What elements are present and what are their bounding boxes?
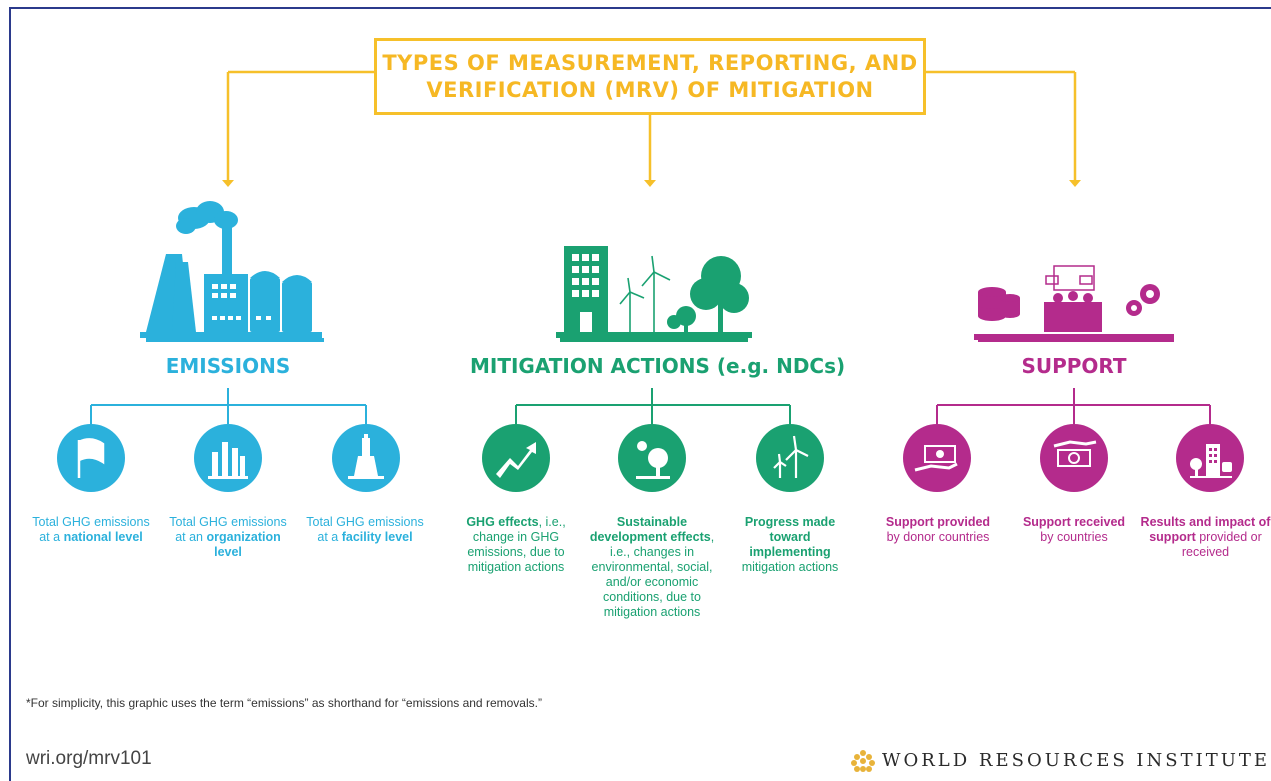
support-heading: SUPPORT bbox=[1021, 354, 1127, 378]
support-item-received: Support received by countries bbox=[1022, 515, 1126, 544]
title-box: TYPES OF MEASUREMENT, REPORTING, AND VER… bbox=[374, 38, 926, 115]
sun-tree-icon bbox=[618, 424, 686, 492]
mitigation-item-sustainable-development: Sustainable development effects, i.e., c… bbox=[589, 515, 715, 619]
wind-turbine-icon bbox=[756, 424, 824, 492]
facility-icon bbox=[332, 424, 400, 492]
support-item-provided: Support provided by donor countries bbox=[885, 515, 991, 544]
flag-icon bbox=[57, 424, 125, 492]
emissions-heading: EMISSIONS bbox=[165, 354, 291, 378]
organization-name: WORLD RESOURCES INSTITUTE bbox=[882, 750, 1271, 771]
emissions-item-organization: Total GHG emissions at an organization l… bbox=[169, 515, 287, 559]
footnote: *For simplicity, this graphic uses the t… bbox=[26, 696, 542, 710]
results-icon bbox=[1176, 424, 1244, 492]
source-url[interactable]: wri.org/mrv101 bbox=[26, 748, 152, 769]
emissions-item-national: Total GHG emissions at a national level bbox=[32, 515, 150, 544]
mitigation-item-progress: Progress made toward implementing mitiga… bbox=[741, 515, 839, 574]
page-frame bbox=[9, 7, 1271, 781]
money-hand-icon bbox=[903, 424, 971, 492]
mitigation-heading: MITIGATION ACTIONS (e.g. NDCs) bbox=[470, 354, 846, 378]
mitigation-underline bbox=[560, 338, 748, 342]
emissions-underline bbox=[146, 338, 324, 342]
coins-meeting-gears-icon bbox=[974, 265, 1174, 340]
city-wind-trees-icon bbox=[556, 246, 752, 338]
title-line-1: TYPES OF MEASUREMENT, REPORTING, AND bbox=[382, 50, 918, 75]
wri-logo-icon bbox=[851, 750, 875, 772]
mitigation-item-ghg-effects: GHG effects, i.e., change in GHG emissio… bbox=[466, 515, 566, 574]
buildings-icon bbox=[194, 424, 262, 492]
money-received-icon bbox=[1040, 424, 1108, 492]
support-underline bbox=[978, 338, 1174, 342]
title-line-2: VERIFICATION (MRV) OF MITIGATION bbox=[426, 77, 874, 102]
support-item-results: Results and impact of support provided o… bbox=[1140, 515, 1271, 559]
trend-up-icon bbox=[482, 424, 550, 492]
emissions-item-facility: Total GHG emissions at a facility level bbox=[306, 515, 424, 544]
factory-icon bbox=[140, 201, 322, 338]
